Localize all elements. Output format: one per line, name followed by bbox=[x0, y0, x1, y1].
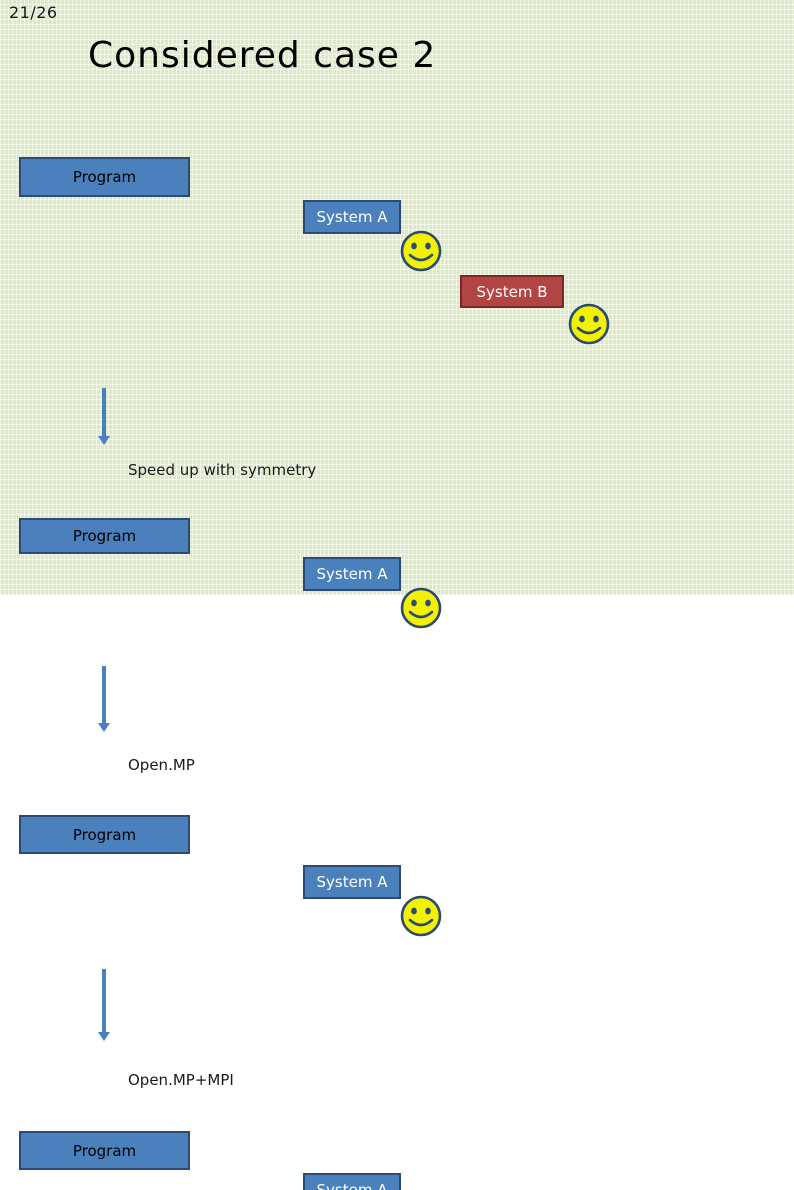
slide-number: 21/26 bbox=[9, 3, 58, 22]
flow-arrow-2 bbox=[96, 666, 112, 732]
system-b-box-label: System B bbox=[476, 282, 548, 301]
smiley-face-icon-row-1-a bbox=[400, 230, 442, 272]
flow-arrow-3 bbox=[96, 969, 112, 1041]
flow-arrow-1 bbox=[96, 388, 112, 445]
program-box-label: Program bbox=[72, 825, 137, 844]
smiley-face-icon-row-3-a bbox=[400, 895, 442, 937]
step-label-1: Speed up with symmetry bbox=[128, 461, 317, 479]
page-title: Considered case 2 bbox=[88, 35, 437, 76]
system-a-box-row-1[interactable]: System A bbox=[303, 200, 401, 234]
program-box-row-4[interactable]: Program bbox=[19, 1131, 190, 1170]
system-a-box-row-2[interactable]: System A bbox=[303, 557, 401, 591]
system-b-box-row-1[interactable]: System B bbox=[460, 275, 564, 308]
system-a-box-label: System A bbox=[316, 1181, 388, 1190]
smiley-face-icon-row-1-b bbox=[568, 303, 610, 345]
system-a-box-row-4[interactable]: System A bbox=[303, 1173, 401, 1190]
smiley-face-icon-row-2-a bbox=[400, 587, 442, 629]
system-a-box-row-3[interactable]: System A bbox=[303, 865, 401, 899]
program-box-row-2[interactable]: Program bbox=[19, 518, 190, 554]
program-box-row-1[interactable]: Program bbox=[19, 157, 190, 197]
step-label-3: Open.MP+MPI bbox=[128, 1071, 234, 1089]
system-a-box-label: System A bbox=[316, 565, 388, 583]
program-box-row-3[interactable]: Program bbox=[19, 815, 190, 854]
step-label-2: Open.MP bbox=[128, 756, 195, 774]
program-box-label: Program bbox=[72, 1141, 137, 1160]
program-box-label: Program bbox=[72, 527, 137, 545]
system-a-box-label: System A bbox=[316, 208, 388, 226]
system-a-box-label: System A bbox=[316, 873, 388, 891]
program-box-label: Program bbox=[72, 168, 137, 186]
